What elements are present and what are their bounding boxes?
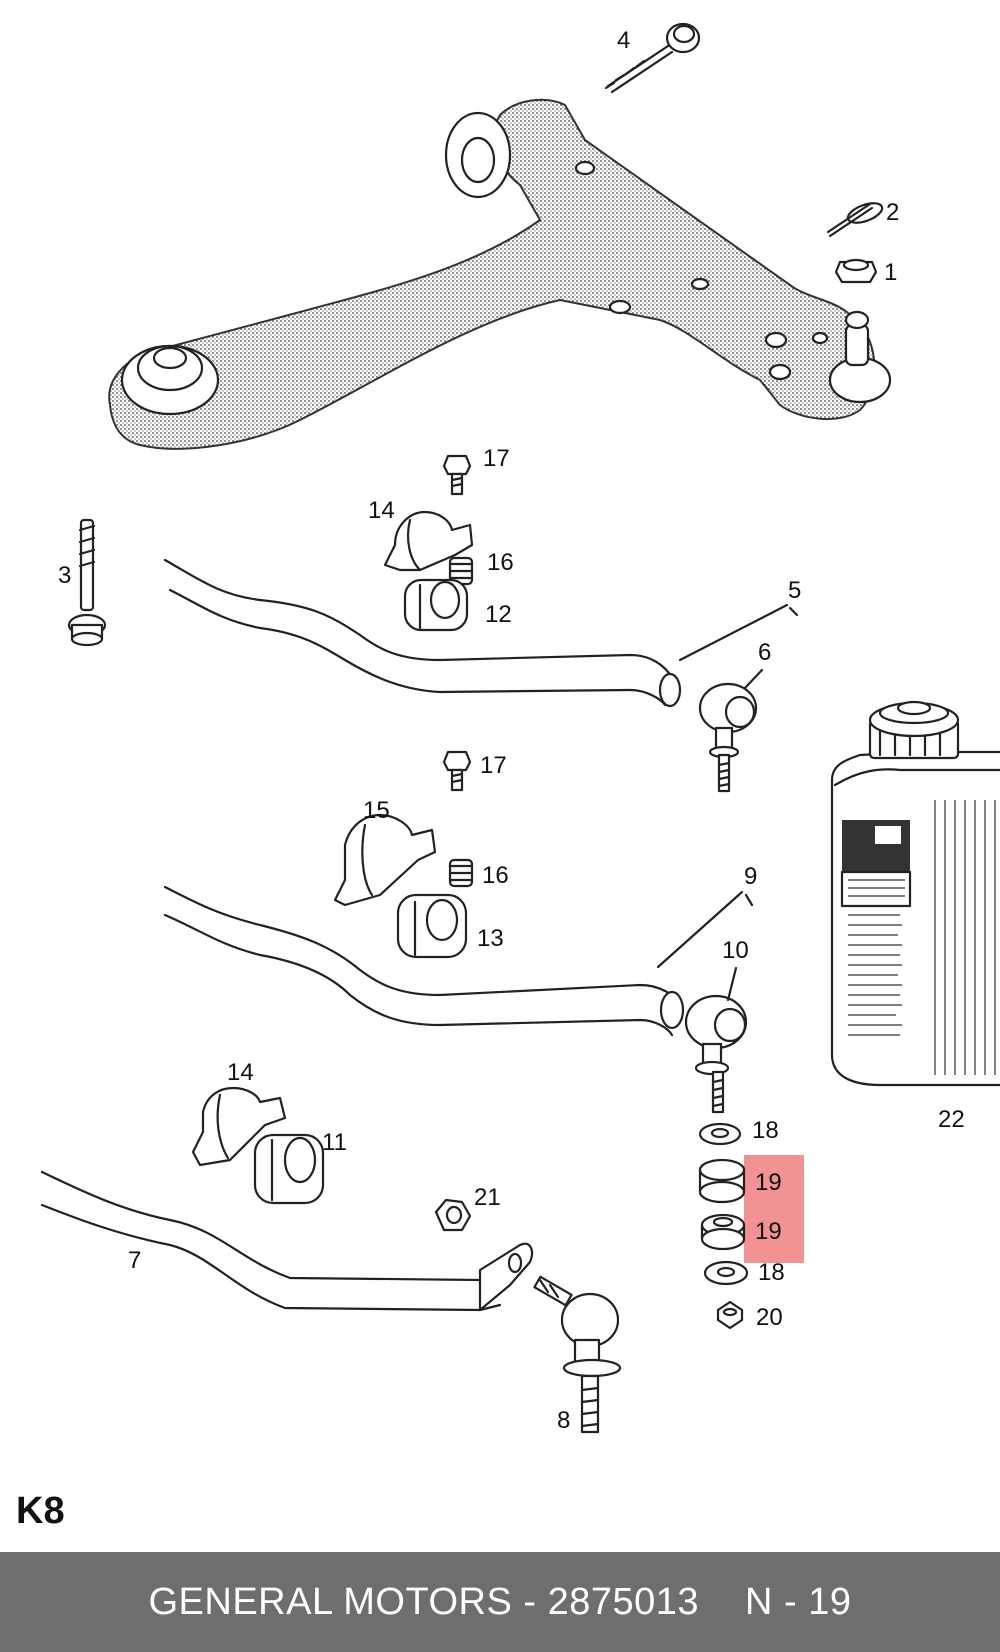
leader-lines	[656, 603, 799, 1002]
callout-12: 12	[485, 601, 512, 628]
callout-21: 21	[474, 1184, 501, 1211]
callout-8: 8	[557, 1407, 570, 1434]
bolt-3	[67, 518, 107, 647]
bolt-4	[604, 22, 701, 94]
highlight-part-19	[744, 1155, 804, 1263]
footer-text: GENERAL MOTORS - 2875013 N - 19	[148, 1581, 851, 1624]
callout-20: 20	[756, 1304, 783, 1331]
nut-21	[434, 1198, 472, 1232]
bushing-13	[396, 893, 468, 959]
callout-1: 1	[884, 259, 897, 286]
callout-17-middle: 17	[480, 752, 507, 779]
callout-7: 7	[128, 1247, 141, 1274]
footer-bar: GENERAL MOTORS - 2875013 N - 19	[0, 1552, 1000, 1652]
nut-20	[716, 1300, 744, 1330]
bushing-12	[403, 578, 469, 632]
insert-16-middle	[448, 858, 474, 888]
split-pin-2	[826, 202, 884, 238]
callout-19-lower: 19	[755, 1218, 782, 1245]
callout-17-upper: 17	[483, 445, 510, 472]
callout-labels: 4 2 1 17 14 16 12 3 5 6 17 15 16 13 9 10…	[58, 27, 965, 1434]
clamp-14-upper	[383, 510, 474, 572]
callout-15: 15	[363, 797, 390, 824]
callout-2: 2	[886, 199, 899, 226]
callout-10: 10	[722, 937, 749, 964]
bushing-19-lower	[700, 1213, 746, 1251]
callout-14-lower: 14	[227, 1059, 254, 1086]
link-10	[684, 994, 748, 1114]
callout-22: 22	[938, 1106, 965, 1133]
callout-14-upper: 14	[368, 497, 395, 524]
bushing-11	[253, 1133, 325, 1205]
stabilizer-bar-upper	[163, 558, 682, 708]
diagram-position: N - 19	[745, 1580, 852, 1623]
callout-11: 11	[322, 1129, 347, 1156]
parts-diagram: 4 2 1 17 14 16 12 3 5 6 17 15 16 13 9 10…	[40, 22, 1000, 1434]
bolt-17-upper	[442, 454, 472, 496]
manufacturer-part-number: GENERAL MOTORS - 2875013	[148, 1580, 700, 1623]
washer-18-lower	[703, 1260, 749, 1286]
callout-5: 5	[788, 577, 801, 604]
clamp-15	[333, 813, 437, 907]
callout-16-middle: 16	[482, 862, 509, 889]
diagram-code: K8	[16, 1490, 65, 1532]
callout-19-upper: 19	[755, 1169, 782, 1196]
stabilizer-bar-lower	[40, 1170, 534, 1312]
bolt-17-middle	[442, 750, 472, 792]
callout-3: 3	[58, 562, 71, 589]
callout-13: 13	[477, 925, 504, 952]
callout-6: 6	[758, 639, 771, 666]
fluid-bottle-22	[830, 700, 1000, 1087]
callout-4: 4	[617, 27, 630, 54]
washer-18-upper	[698, 1122, 742, 1146]
bushing-19-upper	[698, 1158, 746, 1204]
clamp-14-lower	[191, 1086, 287, 1167]
link-8	[533, 1275, 622, 1434]
link-6	[698, 682, 758, 793]
callout-18-upper: 18	[752, 1117, 779, 1144]
castle-nut-1	[834, 258, 878, 284]
stabilizer-bar-middle	[163, 885, 685, 1037]
callout-9: 9	[744, 863, 757, 890]
callout-18-lower: 18	[758, 1259, 785, 1286]
callout-16-upper: 16	[487, 549, 514, 576]
control-arm	[108, 98, 892, 450]
